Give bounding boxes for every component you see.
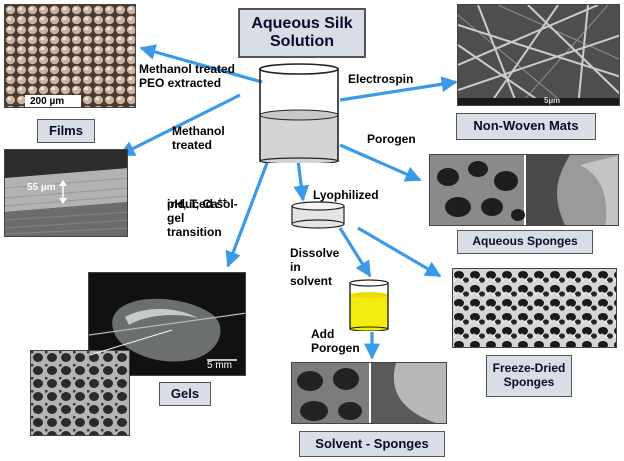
diagram-title: Aqueous Silk Solution [251, 14, 353, 50]
gel-scale-label: 5 mm [207, 360, 232, 371]
aqueous-sponges-micrographs [429, 154, 619, 226]
aqueous-sponges-box: Aqueous Sponges [457, 230, 593, 254]
lyophilized-cake-icon [291, 201, 345, 229]
calcium-charge-superscript: ++ [217, 196, 228, 206]
freeze-dried-label: Freeze-Dried Sponges [492, 361, 566, 389]
gels-label: Gels [170, 385, 200, 401]
sol-gel-transition-label: induced sol-gel transition [167, 197, 238, 240]
solvent-beaker-icon [349, 279, 389, 331]
gel-micrograph [30, 350, 130, 436]
dissolve-label: Dissolve in solvent [290, 246, 340, 289]
arrow-to-films [139, 44, 263, 84]
add-porogen-label: Add Porogen [311, 327, 360, 356]
film-cross-section-micrograph: 55 µm [4, 149, 128, 237]
aqueous-sponges-label: Aqueous Sponges [472, 234, 578, 249]
beaker-icon [259, 63, 339, 163]
films-box: Films [37, 119, 95, 143]
solvent-sponges-micrographs [291, 362, 447, 424]
gels-box: Gels [159, 382, 211, 406]
arrow-to-methanol-film [118, 93, 241, 157]
porogen-label: Porogen [367, 132, 416, 146]
film-thickness-label: 55 µm [27, 182, 56, 193]
arrow-to-dissolve [338, 227, 372, 278]
arrow-to-lyophilized [293, 159, 310, 202]
solvent-sponges-label: Solvent - Sponges [315, 435, 429, 451]
mats-label: Non-Woven Mats [473, 118, 579, 134]
methanol-treated-label: Methanol treated [172, 124, 225, 153]
methanol-peo-label: Methanol treated PEO extracted [139, 62, 236, 91]
solvent-sponges-box: Solvent - Sponges [299, 431, 445, 457]
lyophilized-label: Lyophilized [313, 188, 379, 202]
sol-gel-conditions-text: pH, T, Ca [167, 197, 218, 212]
arrow-to-freeze-dried [357, 226, 442, 278]
electrospin-label: Electrospin [348, 72, 414, 86]
arrow-to-mats [339, 76, 458, 102]
films-label: Films [49, 122, 83, 138]
mats-box: Non-Woven Mats [456, 113, 596, 140]
films-scale-label: 200 µm [30, 96, 65, 107]
mats-micrograph: 5µm [457, 4, 620, 106]
freeze-dried-box: Freeze-Dried Sponges [486, 355, 572, 397]
arrow-to-gels [225, 154, 272, 268]
mats-scale-label: 5µm [544, 96, 561, 105]
sol-gel-conditions: pH, T, Ca++ [167, 182, 257, 211]
arrow-to-porogen-sponges [339, 143, 422, 182]
freeze-dried-micrograph [452, 268, 617, 348]
films-micrograph: 200 µm [4, 4, 136, 108]
title-box: Aqueous Silk Solution [238, 8, 366, 58]
